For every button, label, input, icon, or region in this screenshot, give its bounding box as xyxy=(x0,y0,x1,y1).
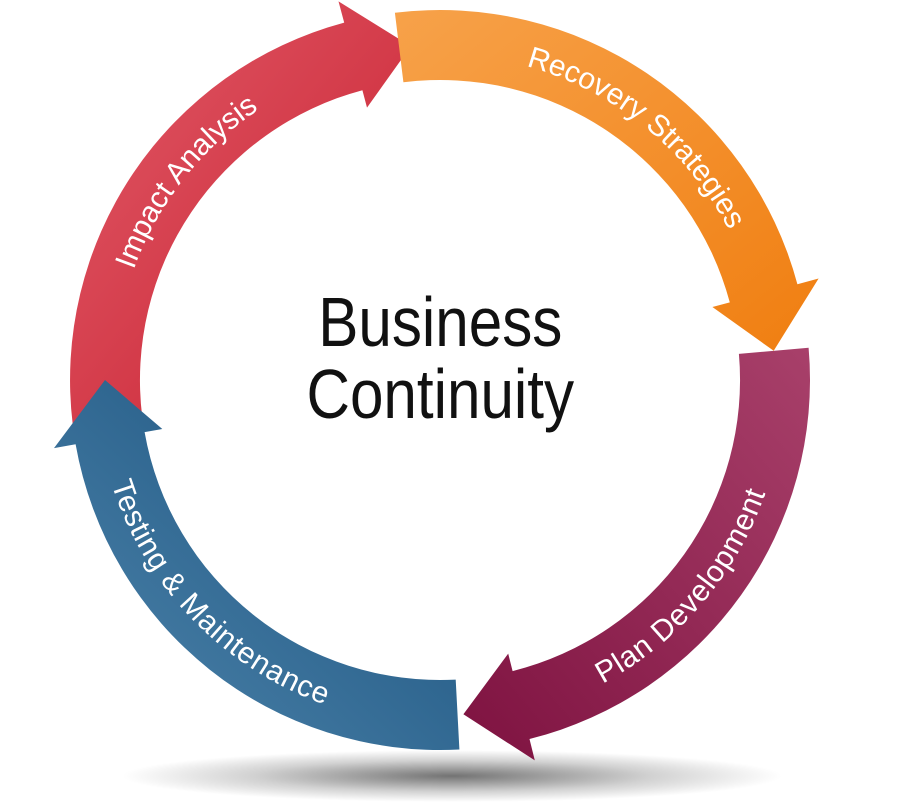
testing-maintenance-arrow xyxy=(54,380,460,751)
center-title: Business Continuity xyxy=(307,283,575,433)
cycle-arrows xyxy=(54,1,819,761)
recovery-strategies-arrow xyxy=(394,10,819,351)
plan-development-arrow xyxy=(463,347,811,761)
center-title-line2: Continuity xyxy=(307,355,575,433)
center-title-line1: Business xyxy=(318,283,562,361)
floor-shadow xyxy=(122,750,782,802)
